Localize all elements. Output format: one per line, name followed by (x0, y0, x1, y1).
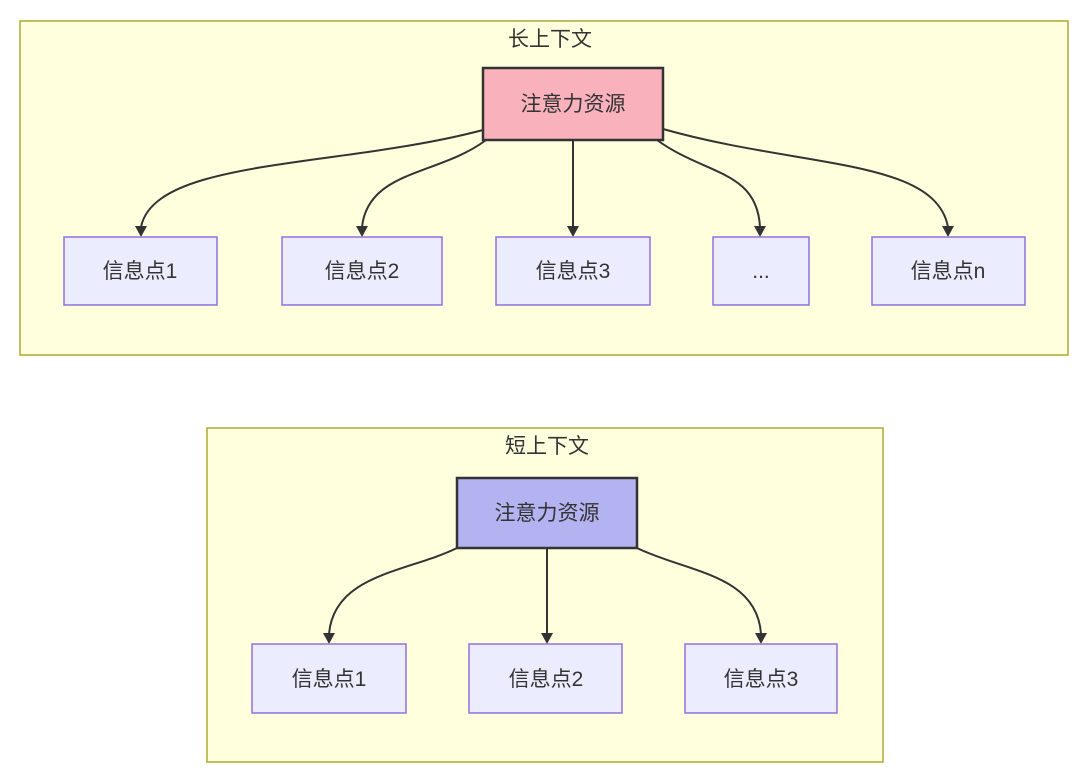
arrowhead-long-dots (754, 226, 766, 237)
info-node-short-3-box (684, 643, 838, 714)
info-node-short-1-box (251, 643, 407, 714)
edge-long-attention-to-infon (662, 128, 949, 228)
arrowhead-short-info2 (541, 633, 553, 644)
info-node-short-1: 信息点1 (251, 643, 407, 714)
attention-node-short-box (455, 476, 639, 550)
arrowhead-long-info1 (135, 226, 147, 237)
info-node-short-2-label: 信息点2 (509, 668, 584, 691)
info-node-long-1-box (63, 236, 218, 306)
arrowhead-short-info1 (323, 633, 335, 644)
info-node-long-dots-box (712, 236, 810, 306)
info-node-long-n-label: 信息点n (911, 260, 986, 283)
edge-short-attention-to-info3 (636, 547, 762, 635)
info-node-long-3-box (495, 236, 651, 306)
attention-node-long-box (481, 66, 665, 142)
info-node-long-n-box (871, 236, 1026, 306)
edge-long-attention-to-info1 (140, 129, 484, 228)
info-node-short-1-label: 信息点1 (292, 668, 367, 691)
arrowhead-long-info2 (356, 226, 368, 237)
info-node-long-dots-label: ... (752, 260, 770, 283)
info-node-long-3: 信息点3 (495, 236, 651, 306)
info-node-short-3: 信息点3 (684, 643, 838, 714)
info-node-short-3-label: 信息点3 (724, 668, 799, 691)
info-node-long-2: 信息点2 (281, 236, 443, 306)
edge-short-attention-to-info1 (328, 547, 458, 635)
edge-long-attention-to-info2 (361, 139, 487, 228)
info-node-long-2-box (281, 236, 443, 306)
info-node-long-1: 信息点1 (63, 236, 218, 306)
arrowhead-long-infon (942, 226, 954, 237)
info-node-long-2-label: 信息点2 (325, 260, 400, 283)
arrowhead-long-info3 (567, 226, 579, 237)
info-node-short-2: 信息点2 (468, 643, 623, 714)
short-context-title: 短上下文 (505, 435, 589, 458)
info-node-short-2-box (468, 643, 623, 714)
edge-long-attention-to-dots (656, 139, 761, 228)
info-node-long-dots: ... (712, 236, 810, 306)
attention-node-long: 注意力资源 (481, 66, 665, 142)
attention-node-long-label: 注意力资源 (521, 93, 626, 116)
attention-node-short-label: 注意力资源 (495, 502, 600, 525)
arrowhead-short-info3 (755, 633, 767, 644)
info-node-long-1-label: 信息点1 (103, 260, 178, 283)
long-context-cluster: 长上下文 注意力资源 信息点1 信息点2 信息点3 (19, 20, 1069, 356)
short-context-cluster: 短上下文 注意力资源 信息点1 信息点2 信息点3 (206, 427, 884, 763)
info-node-long-n: 信息点n (871, 236, 1026, 306)
long-context-title: 长上下文 (508, 28, 592, 51)
info-node-long-3-label: 信息点3 (536, 260, 611, 283)
attention-node-short: 注意力资源 (455, 476, 639, 550)
